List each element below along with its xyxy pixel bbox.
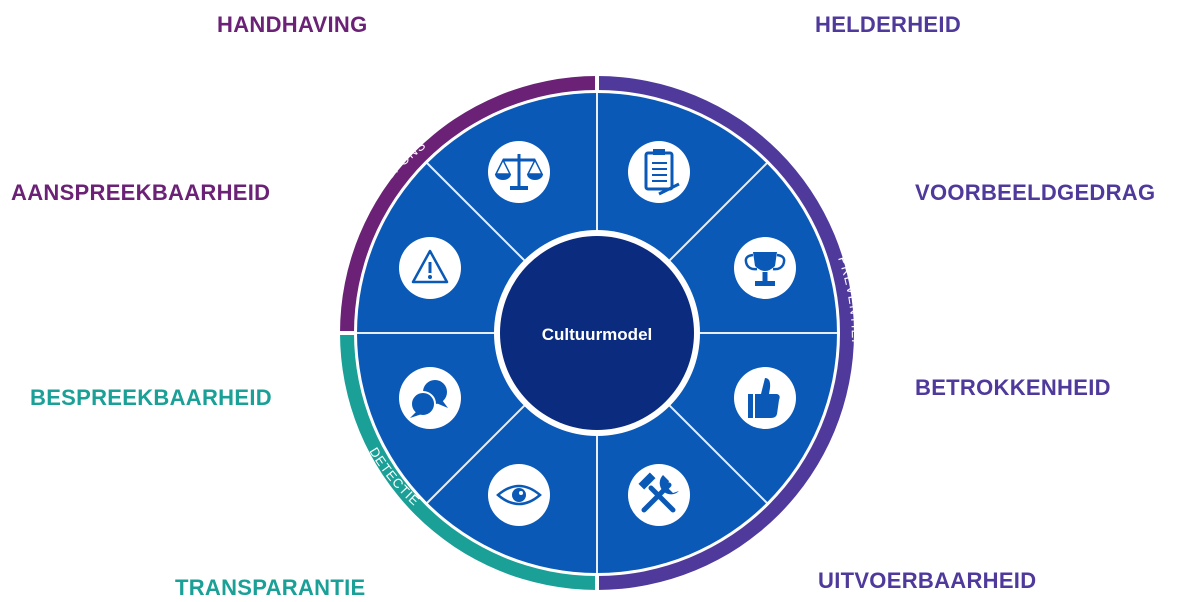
clipboard-icon — [628, 141, 690, 203]
label-helderheid: HELDERHEID — [815, 12, 962, 37]
scales-icon — [488, 141, 550, 203]
label-betrokkenheid: BETROKKENHEID — [915, 375, 1111, 400]
speech-bubbles-icon — [399, 367, 461, 429]
tools-icon — [628, 464, 690, 526]
thumbs-up-icon — [734, 367, 796, 429]
label-voorbeeldgedrag: VOORBEELDGEDRAG — [915, 180, 1156, 205]
label-transparantie: TRANSPARANTIE — [175, 575, 366, 600]
center-title: Cultuurmodel — [542, 325, 653, 344]
trophy-icon — [734, 237, 796, 299]
center-circle — [500, 236, 694, 430]
label-uitvoerbaarheid: UITVOERBAARHEID — [818, 568, 1037, 593]
warning-icon — [399, 237, 461, 299]
eye-icon — [488, 464, 550, 526]
label-handhaving: HANDHAVING — [217, 12, 368, 37]
label-bespreekbaarheid: BESPREEKBAARHEID — [30, 385, 272, 410]
label-aanspreekbaarheid: AANSPREEKBAARHEID — [11, 180, 271, 205]
